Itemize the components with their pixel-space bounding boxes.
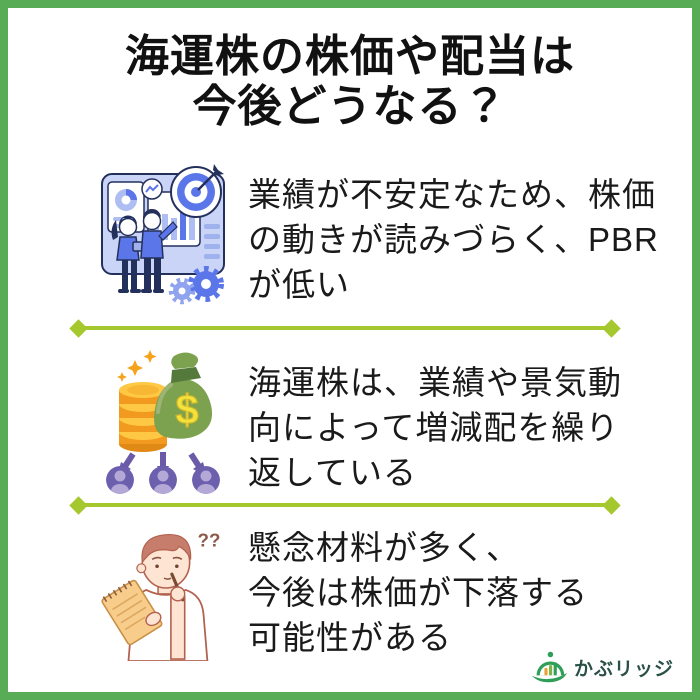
title-line-2: 今後どうなる？ xyxy=(192,82,508,131)
section-1-line-1: 業績が不安定なため、株価 xyxy=(248,176,656,213)
section-3-text: 懸念材料が多く、 今後は株価が下落する 可能性がある xyxy=(248,513,588,660)
section-3-line-1: 懸念材料が多く、 xyxy=(248,529,520,566)
target-icon xyxy=(170,164,224,218)
section-3-line-2: 今後は株価が下落する xyxy=(248,574,588,611)
person-man xyxy=(140,208,178,293)
dashboard-text-lines xyxy=(204,224,220,259)
section-outlook: ?? xyxy=(86,513,666,661)
section-1-line-2: の動きが読みづらく、PBR xyxy=(248,221,659,258)
section-2-line-3: 返している xyxy=(248,454,418,491)
thinking-man-icon: ?? xyxy=(101,530,221,661)
analytics-dashboard-illustration xyxy=(86,160,240,308)
section-divider xyxy=(69,318,621,338)
section-1-text: 業績が不安定なため、株価 の動きが読みづらく、PBR が低い xyxy=(248,160,659,307)
section-dividends: $ xyxy=(86,348,666,496)
divider-line xyxy=(81,326,609,330)
dividend-distribution-illustration: $ xyxy=(86,348,240,496)
section-1-line-3: が低い xyxy=(248,266,350,303)
analytics-dashboard-icon xyxy=(101,164,225,305)
shareholder-avatars xyxy=(106,466,220,494)
section-3-line-3: 可能性がある xyxy=(248,619,452,656)
section-2-line-2: 向によって増減配を繰り xyxy=(248,409,620,446)
pen-hand xyxy=(170,572,186,660)
section-2-line-1: 海運株は、業績や景気動 xyxy=(248,364,622,401)
divider-diamond-left xyxy=(69,495,88,515)
brand-logo-text: かぶリッジ xyxy=(573,658,674,680)
gears-icon xyxy=(168,266,224,305)
title-line-1: 海運株の株価や配当は xyxy=(125,32,575,81)
page-title: 海運株の株価や配当は 今後どうなる？ xyxy=(8,32,692,132)
trend-bubble xyxy=(141,178,163,200)
brand-logo: かぶリッジ xyxy=(531,650,674,684)
svg-text:$: $ xyxy=(175,386,198,433)
divider-diamond-left xyxy=(69,318,88,338)
section-stock-price: 業績が不安定なため、株価 の動きが読みづらく、PBR が低い xyxy=(86,160,666,308)
section-divider xyxy=(69,495,621,515)
kabu-ridge-dome-chart-icon xyxy=(531,651,568,683)
divider-diamond-right xyxy=(602,495,621,515)
question-marks: ?? xyxy=(198,530,221,551)
money-bag-icon: $ xyxy=(153,352,213,439)
sparkles-icon xyxy=(117,350,157,382)
notepad-icon xyxy=(101,579,163,646)
divider-diamond-right xyxy=(602,318,621,338)
dividend-distribution-icon: $ xyxy=(106,350,220,494)
thinking-man-illustration: ?? xyxy=(86,513,240,661)
divider-line xyxy=(81,503,609,507)
section-2-text: 海運株は、業績や景気動 向によって増減配を繰り 返している xyxy=(248,348,622,495)
